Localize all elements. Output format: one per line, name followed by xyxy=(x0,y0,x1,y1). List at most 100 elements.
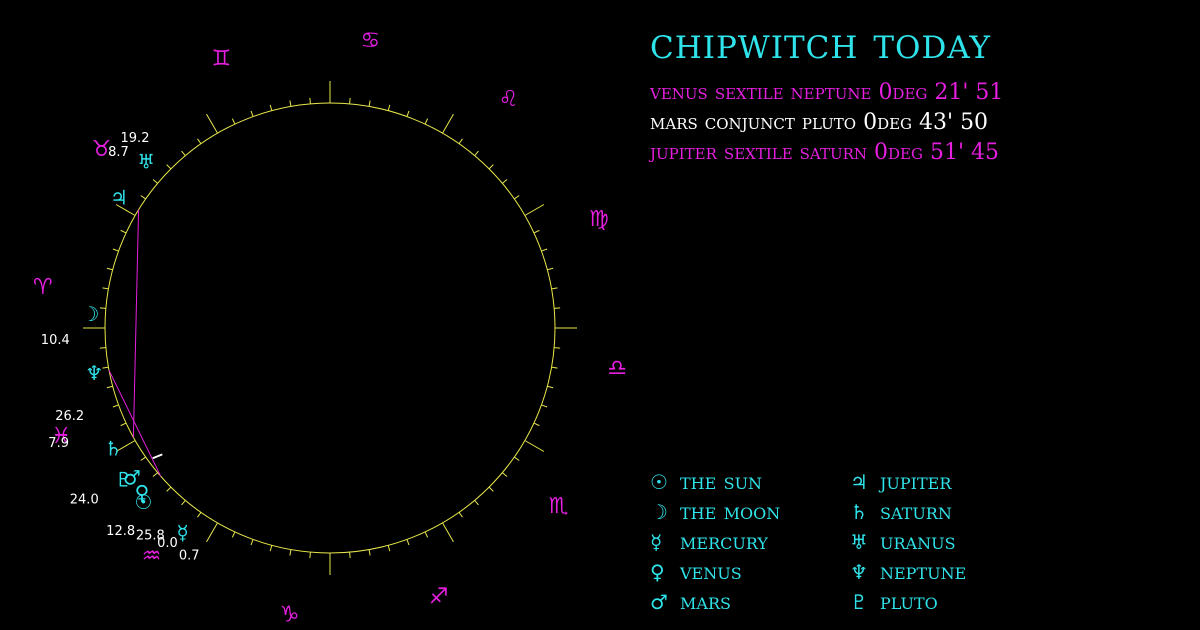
minor-tick xyxy=(547,267,554,271)
sun-icon: ☉ xyxy=(650,470,668,494)
venus-degree-label: 25.8 xyxy=(136,529,165,544)
legend-label: THE SUN xyxy=(680,469,763,495)
minor-tick xyxy=(387,545,391,552)
minor-tick xyxy=(181,150,186,156)
minor-tick xyxy=(424,118,429,125)
zodiac-gemini-icon: ♊ xyxy=(211,47,231,72)
minor-tick xyxy=(349,97,351,104)
minor-tick xyxy=(368,549,371,556)
minor-tick xyxy=(406,539,410,546)
uranus-icon: ♅ xyxy=(850,530,868,554)
minor-tick xyxy=(474,500,479,506)
major-tick xyxy=(206,522,218,543)
minor-tick xyxy=(533,229,540,234)
minor-tick xyxy=(250,110,254,117)
zodiac-libra-icon: ♎ xyxy=(607,356,627,381)
minor-tick xyxy=(554,347,561,349)
legend-item-pluto: ♇ PLUTO xyxy=(850,587,1050,617)
minor-tick xyxy=(140,195,146,200)
legend-item-moon: ☽THE MOON xyxy=(650,497,850,527)
aspect-line-jupiter-saturn xyxy=(132,209,140,438)
minor-tick xyxy=(197,138,202,144)
zodiac-leo-icon: ♌ xyxy=(499,87,519,112)
aspect-line-2: MARS CONJUNCT PLUTO 0DEG 43' 50 xyxy=(650,110,989,135)
zodiac-aries-icon: ♈ xyxy=(33,275,53,300)
minor-tick xyxy=(99,347,106,349)
legend-label: PLUTO xyxy=(880,589,938,615)
minor-tick xyxy=(181,500,186,506)
minor-tick xyxy=(458,512,463,518)
zodiac-pisces-icon: ♓ xyxy=(51,424,71,449)
minor-tick xyxy=(166,486,172,492)
zodiac-taurus-icon: ♉ xyxy=(92,137,112,162)
zodiac-cancer-icon: ♋ xyxy=(360,28,380,53)
uranus-icon: ♅ xyxy=(137,149,155,173)
zodiac-scorpio-icon: ♏ xyxy=(549,494,569,519)
minor-tick xyxy=(551,287,558,290)
moon-degree-label: 10.4 xyxy=(41,333,70,348)
minor-tick xyxy=(349,552,351,559)
saturn-icon: ♄ xyxy=(104,437,122,461)
minor-tick xyxy=(166,164,172,170)
legend-label: URANUS xyxy=(880,529,956,555)
jupiter-icon: ♃ xyxy=(110,186,128,210)
aspect-line-mars-pluto xyxy=(152,453,163,460)
minor-tick xyxy=(99,307,106,309)
zodiac-capricorn-icon: ♑ xyxy=(280,603,300,628)
legend-label: JUPITER xyxy=(880,469,952,495)
major-tick xyxy=(524,440,545,452)
minor-tick xyxy=(102,287,109,290)
legend-item-mars: ♂MARS xyxy=(650,587,850,617)
aspect-line-1: VENUS SEXTILE NEPTUNE 0DEG 21' 51 xyxy=(650,80,1004,105)
neptune-icon: ♆ xyxy=(85,361,103,385)
aspect-list: VENUS SEXTILE NEPTUNE 0DEG 21' 51 MARS C… xyxy=(650,78,1003,168)
wheel-circle xyxy=(104,102,556,554)
venus-icon: ♀ xyxy=(135,481,150,505)
jupiter-degree-label: 8.7 xyxy=(108,145,129,160)
legend-item-saturn: ♄SATURN xyxy=(850,497,1050,527)
minor-tick xyxy=(514,456,520,461)
minor-tick xyxy=(231,531,236,538)
legend-label: THE MOON xyxy=(680,499,781,525)
major-tick xyxy=(115,440,136,452)
minor-tick xyxy=(250,539,254,546)
minor-tick xyxy=(424,531,429,538)
minor-tick xyxy=(514,195,520,200)
major-tick xyxy=(206,113,218,134)
minor-tick xyxy=(112,248,119,252)
aspect-line-venus-neptune xyxy=(108,369,162,477)
minor-tick xyxy=(289,549,292,556)
legend-item-venus: ♀VENUS xyxy=(650,557,850,587)
legend-label: NEPTUNE xyxy=(880,559,967,585)
minor-tick xyxy=(502,472,508,477)
minor-tick xyxy=(551,366,558,369)
neptune-icon: ♆ xyxy=(850,560,868,584)
minor-tick xyxy=(106,267,113,271)
minor-tick xyxy=(102,366,109,369)
minor-tick xyxy=(406,110,410,117)
minor-tick xyxy=(502,179,508,184)
minor-tick xyxy=(488,486,494,492)
minor-tick xyxy=(488,164,494,170)
major-tick xyxy=(442,522,454,543)
minor-tick xyxy=(541,404,548,408)
minor-tick xyxy=(387,104,391,111)
planet-legend: ☉THE SUN ♃JUPITER ☽THE MOON ♄SATURN ☿MER… xyxy=(650,467,1050,617)
minor-tick xyxy=(152,472,158,477)
minor-tick xyxy=(112,404,119,408)
mars-degree-label: 0.0 xyxy=(157,536,178,551)
saturn-degree-label: 7.9 xyxy=(48,436,69,451)
zodiac-aquarius-icon: ♒ xyxy=(142,544,162,569)
minor-tick xyxy=(541,248,548,252)
minor-tick xyxy=(269,545,273,552)
pluto-icon: ♇ xyxy=(850,590,868,614)
major-tick xyxy=(442,113,454,134)
legend-item-sun: ☉ THE SUN xyxy=(650,467,850,497)
legend-label: SATURN xyxy=(880,499,952,525)
neptune-degree-label: 26.2 xyxy=(55,409,84,424)
minor-tick xyxy=(368,100,371,107)
minor-tick xyxy=(547,385,554,389)
sun-degree-label: 24.0 xyxy=(70,493,99,508)
jupiter-icon: ♃ xyxy=(850,470,868,494)
minor-tick xyxy=(231,118,236,125)
